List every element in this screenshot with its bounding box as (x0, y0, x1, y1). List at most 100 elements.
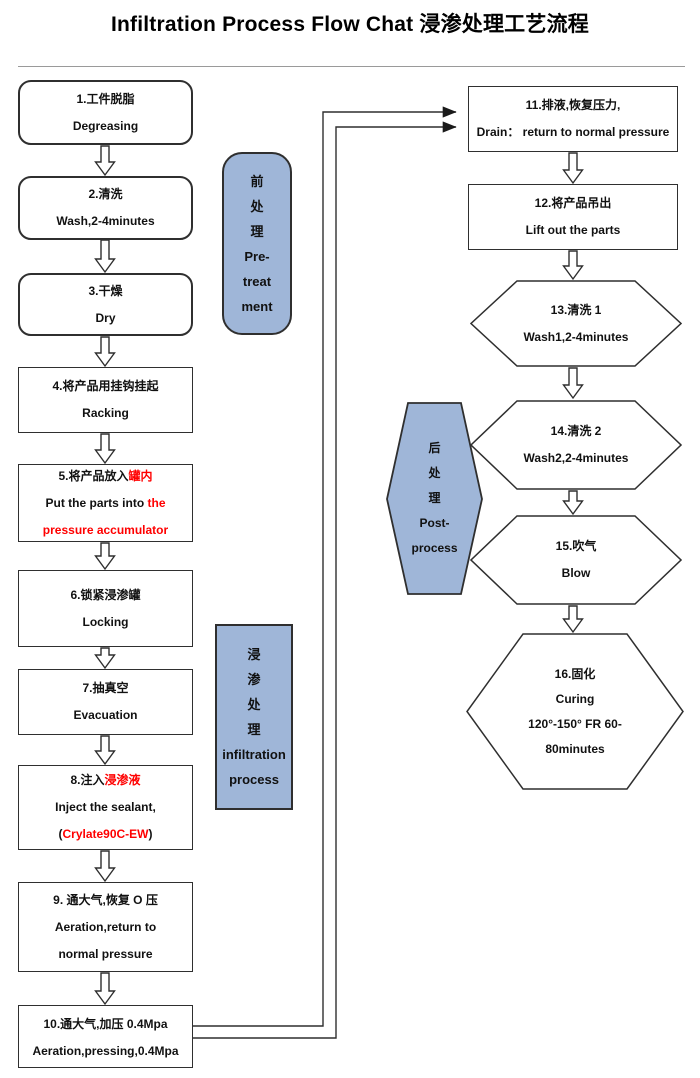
text-red: Crylate90C-EW (62, 827, 149, 841)
step-label-zh: 16.固化 (554, 666, 596, 681)
stage-char: 理 (250, 223, 264, 239)
stage-char: 后 (428, 441, 441, 455)
stage-char: 渗 (247, 672, 261, 687)
hexagon-shape (470, 280, 682, 367)
flow-step-11-drain: 11.排液,恢复压力, Drain： return to normal pres… (468, 86, 678, 152)
step-label-en: Blow (561, 566, 591, 580)
text-red: the (147, 495, 166, 510)
step-label-zh: 10.通大气,加压 0.4Mpa (43, 1017, 168, 1031)
flow-step-14-wash2: 14.清洗 2 Wash2,2-4minutes (470, 400, 682, 490)
down-block-arrow (94, 433, 116, 465)
stage-char: 理 (428, 491, 441, 505)
step-label-en2: normal pressure (58, 946, 153, 961)
down-block-arrow (562, 152, 584, 185)
step-label-en: Wash,2-4minutes (56, 214, 155, 228)
step-label-en: Locking (82, 614, 129, 629)
stage-label-pretreatment: 前 处 理 Pre- treat ment (222, 152, 292, 335)
step-label-zh: 13.清洗 1 (550, 302, 602, 317)
step-label-en: Aeration,return to (54, 919, 157, 934)
down-block-arrow (562, 367, 584, 400)
down-block-arrow (94, 647, 116, 670)
step-label-en: Inject the sealant, (55, 800, 156, 814)
step-label-zh: 7.抽真空 (82, 681, 129, 695)
step-label-zh: 3.干燥 (88, 283, 123, 298)
text-black: Put the parts into (45, 495, 148, 510)
step-label-zh: 2.清洗 (88, 187, 123, 201)
stage-char: 处 (250, 198, 264, 214)
flow-step-2-wash: 2.清洗 Wash,2-4minutes (18, 176, 193, 240)
stage-char: 前 (250, 173, 264, 189)
step-label-product: (Crylate90C-EW) (58, 821, 152, 848)
step-label-zh: 14.清洗 2 (550, 424, 602, 438)
flow-step-9-aeration: 9. 通大气,恢复 O 压 Aeration,return to normal … (18, 882, 193, 972)
text-red: 浸渗液 (104, 773, 141, 787)
paren-open: ( (58, 827, 63, 841)
connector-step10-to-step11-inner (193, 121, 457, 1039)
stage-char: 理 (247, 722, 261, 737)
step-label-en: Degreasing (72, 118, 139, 133)
page-title: Infiltration Process Flow Chat 浸渗处理工艺流程 (110, 13, 589, 36)
step-label-zh: 8.注入浸渗液 (70, 767, 140, 794)
step-label-en: Evacuation (73, 708, 138, 722)
flow-step-15-blow: 15.吹气 Blow (470, 515, 682, 605)
stage-char: 处 (428, 466, 441, 480)
down-block-arrow (94, 542, 116, 571)
step-label-temp: 120°-150° FR 60- (528, 716, 622, 731)
stage-word: infiltration (222, 747, 286, 762)
title-divider (18, 66, 685, 67)
step-label-zh: 15.吹气 (555, 539, 597, 553)
flow-step-10-pressing: 10.通大气,加压 0.4Mpa Aeration,pressing,0.4Mp… (18, 1005, 193, 1068)
step-label-en: Dry (95, 310, 116, 325)
flow-step-8-inject-sealant: 8.注入浸渗液 Inject the sealant, (Crylate90C-… (18, 765, 193, 850)
stage-label-infiltration-process: 浸 渗 处 理 infiltration process (215, 624, 293, 810)
step-label-zh: 5.将产品放入罐内 (58, 463, 152, 490)
connector-step10-to-step11-outer (193, 106, 457, 1027)
down-block-arrow (94, 850, 116, 883)
down-block-arrow (94, 239, 116, 274)
text-black: 5.将产品放入 (58, 468, 129, 483)
flow-step-1-degreasing: 1.工件脱脂 Degreasing (18, 80, 193, 145)
stage-word: ment (241, 298, 273, 314)
flow-step-13-wash1: 13.清洗 1 Wash1,2-4minutes (470, 280, 682, 367)
flow-step-16-curing: 16.固化 Curing 120°-150° FR 60- 80minutes (466, 633, 684, 790)
stage-word: Pre- (244, 248, 270, 264)
flow-step-5-put-parts: 5.将产品放入罐内 Put the parts into the pressur… (18, 464, 193, 542)
down-block-arrow (94, 972, 116, 1006)
flow-step-3-dry: 3.干燥 Dry (18, 273, 193, 336)
hexagon-shape (470, 400, 682, 490)
stage-word: treat (242, 273, 272, 289)
hexagon-shape (386, 402, 483, 595)
down-block-arrow (562, 605, 584, 634)
paren-close: ) (148, 827, 153, 841)
step-label-en: Lift out the parts (525, 223, 621, 237)
step-label-zh: 12.将产品吊出 (534, 196, 612, 210)
hexagon-shape (470, 515, 682, 605)
down-block-arrow (562, 250, 584, 281)
step-label-en-red: pressure accumulator (42, 522, 169, 537)
step-label-zh: 11.排液,恢复压力, (525, 98, 621, 112)
stage-word: process (229, 772, 279, 787)
stage-char: 浸 (247, 647, 261, 662)
stage-label-post-process: 后 处 理 Post- process (386, 402, 483, 595)
down-block-arrow (94, 735, 116, 766)
step-label-zh: 9. 通大气,恢复 O 压 (53, 892, 158, 907)
step-label-time: 80minutes (545, 741, 605, 756)
step-label-zh: 1.工件脱脂 (76, 91, 135, 106)
text-red: 罐内 (128, 468, 153, 483)
hexagon-shape (466, 633, 684, 790)
step-label-en: Aeration,pressing,0.4Mpa (32, 1044, 179, 1058)
text-black: 8.注入 (70, 773, 105, 787)
flow-step-7-evacuation: 7.抽真空 Evacuation (18, 669, 193, 735)
step-label-en: Drain： return to normal pressure (476, 125, 670, 139)
flow-step-6-locking: 6.锁紧浸渗罐 Locking (18, 570, 193, 647)
stage-word: Post- (419, 516, 450, 530)
stage-char: 处 (247, 697, 261, 712)
step-label-en: Curing (555, 691, 595, 706)
step-label-en: Wash2,2-4minutes (523, 451, 629, 465)
stage-word: process (411, 541, 458, 555)
down-block-arrow (94, 336, 116, 368)
down-block-arrow (562, 490, 584, 516)
step-label-en: Racking (82, 406, 129, 420)
